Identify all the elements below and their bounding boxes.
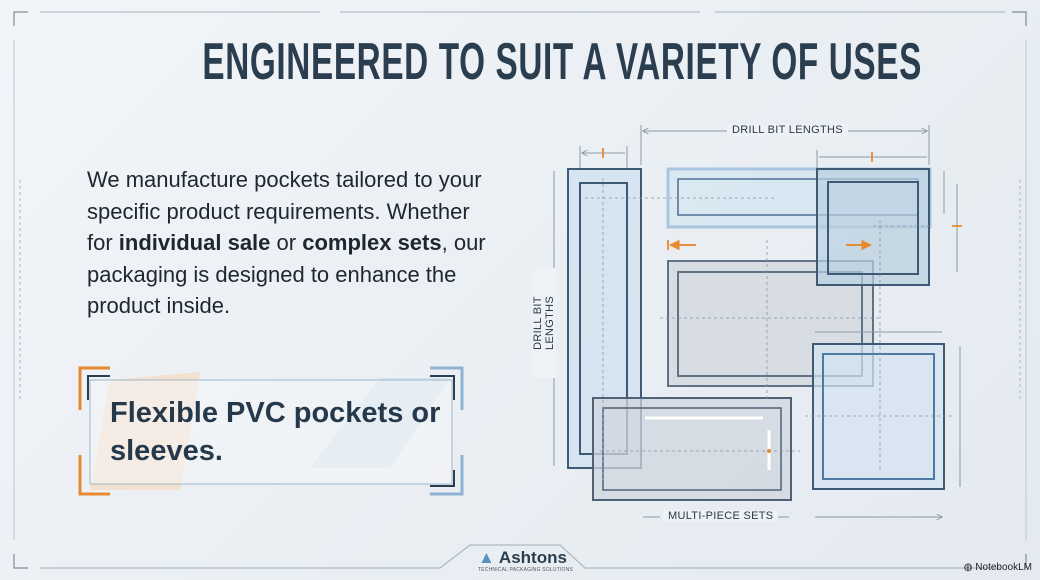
logo-name-text: Ashtons [498,548,567,567]
callout-frame [78,366,464,496]
para-text: , our packaging is designed to enhance t… [87,230,486,318]
logo-a-icon: ▲ [478,548,499,567]
dimension-lines [553,125,961,517]
top-dimension-label: DRILL BIT LENGTHS [727,124,848,136]
watermark-text: NotebookLM [975,562,1032,573]
para-bold-individual-sale: individual sale [118,230,271,255]
callout-text: Flexible PVC pockets or sleeves. [110,397,441,467]
notebooklm-icon: ◍ [963,562,976,573]
bottom-dimension-label: MULTI-PIECE SETS [663,510,779,522]
logo-name: ▲ Ashtons [478,548,573,568]
title-text: ENGINEERED TO SUIT A VARIETY OF USES [202,33,922,91]
left-dimension-label: DRILL BIT LENGTHS [532,268,556,378]
para-text: or [270,230,303,255]
blueprint-frame [13,11,1027,569]
para-bold-complex-sets: complex sets [302,230,442,255]
page-title: ENGINEERED TO SUIT A VARIETY OF USES [0,32,1040,92]
orange-dimension [602,148,962,251]
ashtons-logo: ▲ Ashtons TECHNICAL PACKAGING SOLUTIONS [478,548,573,573]
diagram-shapes [567,167,955,501]
notebooklm-watermark: ◍ NotebookLM [964,562,1032,573]
logo-tagline: TECHNICAL PACKAGING SOLUTIONS [478,567,573,573]
description-paragraph: We manufacture pockets tailored to your … [87,164,487,322]
para-text: We manufacture pockets tailored to your … [87,167,482,255]
